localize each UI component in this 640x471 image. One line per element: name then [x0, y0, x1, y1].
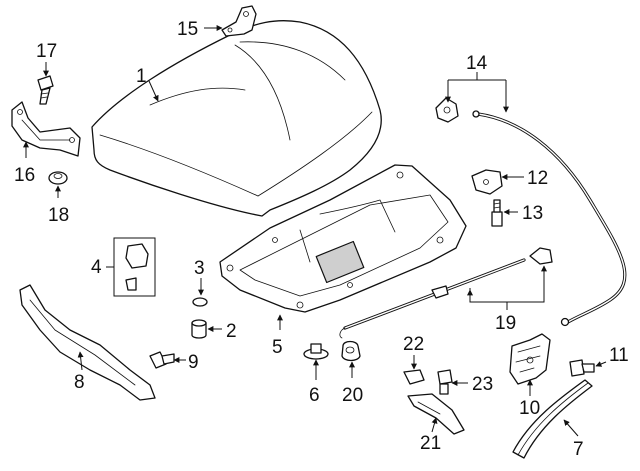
callout-4: 4: [91, 257, 102, 278]
bracket-12: [471, 169, 503, 195]
leader-11: [595, 361, 607, 367]
callout-20: 20: [342, 385, 363, 406]
callout-17: 17: [36, 41, 57, 62]
leader-7: [563, 419, 579, 437]
callout-14: 14: [466, 53, 488, 74]
bumper-20: [341, 340, 361, 362]
hood-hinge: [11, 101, 81, 157]
leader-1: [148, 80, 159, 102]
hood-panel: [91, 19, 382, 217]
callout-13: 13: [522, 203, 543, 224]
callout-1: 1: [136, 66, 147, 87]
leader-21: [431, 417, 438, 433]
callout-22: 22: [403, 334, 424, 355]
callout-12: 12: [527, 168, 548, 189]
callout-5: 5: [272, 337, 283, 358]
callout-16: 16: [14, 165, 35, 186]
grommet-6: [303, 343, 329, 360]
callout-2: 2: [226, 321, 237, 342]
bumper-2: [191, 319, 207, 339]
callout-23: 23: [472, 374, 493, 395]
callout-9: 9: [188, 352, 199, 373]
bolt-11: [569, 359, 595, 377]
nut-18: [48, 171, 68, 185]
hood-hinge-bracket: [221, 5, 257, 37]
leader-8: [77, 351, 84, 371]
bolt-23: [437, 369, 453, 395]
bracket-21: [407, 393, 465, 435]
front-seal-8: [19, 284, 156, 401]
callout-18: 18: [48, 205, 69, 226]
bolt-13: [491, 199, 503, 227]
callout-3: 3: [194, 258, 205, 279]
callout-19: 19: [495, 313, 516, 334]
prop-rod-19: [339, 247, 553, 339]
callout-8: 8: [74, 372, 85, 393]
clip-kit-box: [113, 237, 156, 297]
leader-19: [469, 268, 545, 303]
callout-15: 15: [177, 19, 198, 40]
callout-6: 6: [309, 385, 320, 406]
callout-11: 11: [609, 345, 629, 366]
clip-22: [403, 369, 425, 385]
washer-3: [192, 297, 208, 307]
bolt-9: [149, 351, 175, 369]
callout-7: 7: [573, 439, 584, 460]
hood-latch-10: [509, 333, 551, 385]
callout-10: 10: [519, 398, 540, 419]
release-cable-14: [435, 97, 627, 327]
callout-21: 21: [420, 433, 441, 454]
hood-insulator: [219, 164, 467, 313]
hood-seal-7: [512, 379, 593, 459]
bolt-17: [37, 75, 54, 105]
